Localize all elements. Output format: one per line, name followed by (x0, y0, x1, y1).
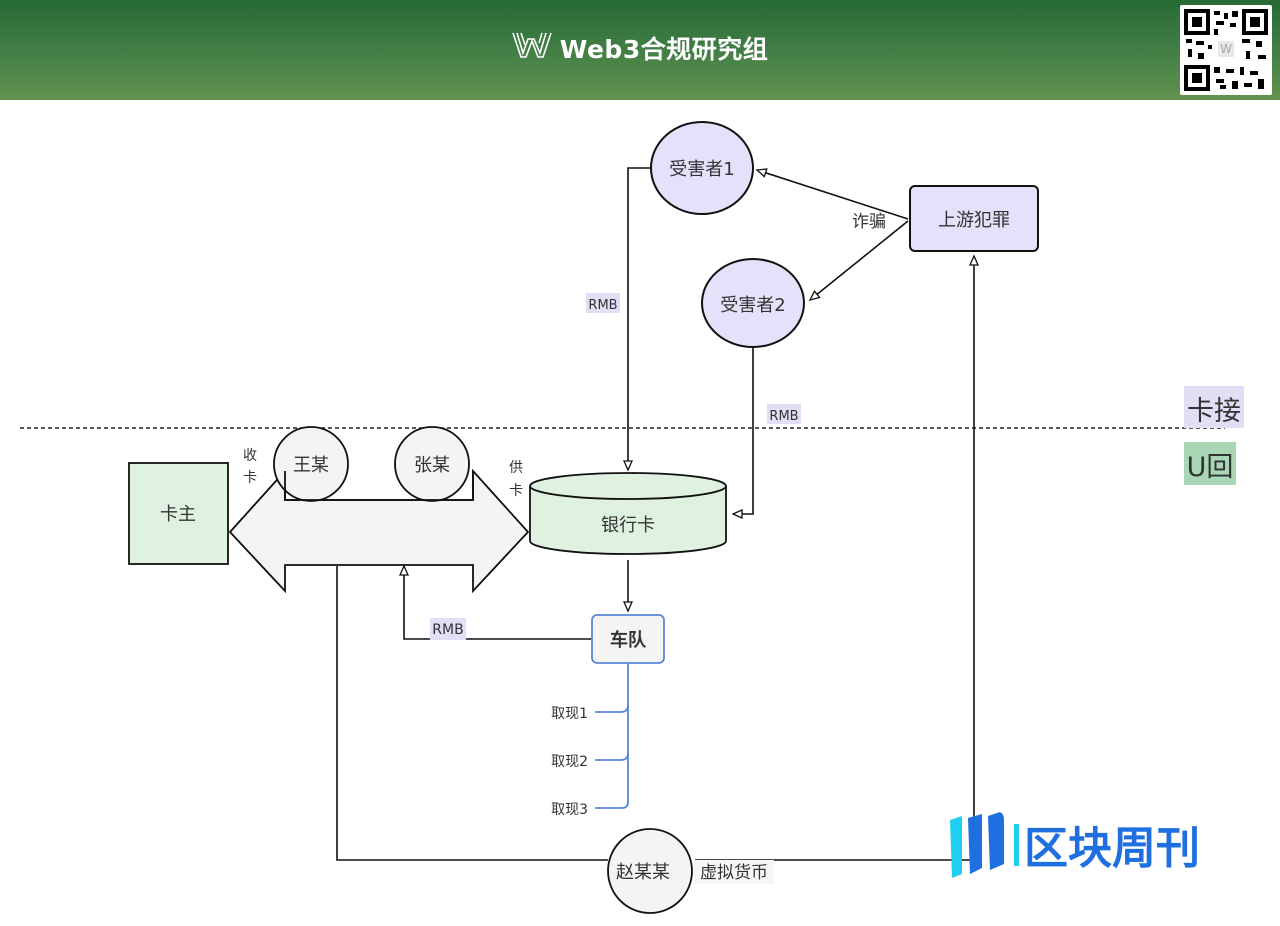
withdrawal-1: 取现1 (551, 706, 588, 722)
edge-label-fraud: 诈骗 (852, 212, 886, 232)
node-zhang[interactable] (394, 426, 470, 502)
header-title: Web3合规研究组 (0, 30, 1280, 66)
tag-card-connect: 卡接 (1187, 396, 1241, 427)
rmb-label-bg (767, 404, 801, 424)
watermark: 区块周刊 (948, 808, 1258, 878)
node-victim2[interactable] (701, 258, 805, 348)
double-arrow-card-flow (228, 468, 530, 594)
edge-label-collect-2: 卡 (243, 470, 257, 486)
node-bank-card-label: 银行卡 (601, 515, 655, 536)
edge-victim2-to-bankcard (731, 348, 754, 520)
node-zhang-label: 张某 (414, 455, 450, 476)
tag-u-return-bg (1184, 442, 1236, 485)
edge-label-supply-2: 卡 (509, 483, 523, 499)
withdrawal-branches (595, 663, 629, 809)
node-wang-label: 王某 (293, 455, 329, 476)
withdrawal-2: 取现2 (551, 754, 588, 770)
node-zhao-label: 赵某某 (616, 862, 670, 883)
withdrawal-3: 取现3 (551, 802, 588, 818)
double-arrow-top-edge (284, 471, 474, 501)
node-fleet-label: 车队 (610, 629, 647, 651)
node-zhao[interactable] (607, 828, 693, 914)
node-victim1[interactable] (650, 121, 754, 215)
edge-fraud-victim1 (755, 168, 909, 220)
svg-text:W: W (1220, 42, 1232, 56)
edge-cardflow-to-zhao (336, 566, 608, 861)
node-wang[interactable] (273, 426, 349, 502)
tag-u-return: U回 (1187, 452, 1234, 483)
watermark-text: 区块周刊 (1024, 823, 1200, 874)
edge-label-supply-1: 供 (509, 460, 523, 476)
edge-fraud-victim2 (808, 220, 909, 302)
edge-label-virtual-currency: 虚拟货币 (700, 863, 768, 883)
rmb-label-bg (430, 618, 466, 640)
edge-fleet-to-cardflow (398, 564, 592, 640)
qr-code-icon: W (1180, 5, 1272, 95)
node-upstream-crime-label: 上游犯罪 (938, 210, 1010, 231)
watermark-logo-icon (950, 812, 1004, 878)
node-upstream-crime[interactable] (909, 185, 1039, 252)
w-logo-icon (512, 31, 552, 65)
node-victim2-label: 受害者2 (720, 295, 785, 316)
edge-label-collect-1: 收 (243, 448, 257, 464)
node-card-owner-label: 卡主 (160, 504, 196, 525)
node-card-owner[interactable] (128, 462, 229, 565)
tag-card-connect-bg (1184, 386, 1244, 428)
edge-label-rmb-fleet: RMB (432, 622, 463, 638)
edge-label-rmb-victim1: RMB (588, 298, 617, 313)
node-victim1-label: 受害者1 (669, 159, 734, 180)
edge-label-rmb-victim2: RMB (769, 409, 798, 424)
edge-victim1-to-bankcard (622, 167, 650, 472)
edge-zhao-to-upstream (695, 254, 980, 861)
node-bank-card[interactable] (529, 472, 727, 555)
header-banner: Web3合规研究组 W (0, 0, 1280, 100)
virtual-currency-label-bg (694, 860, 774, 884)
header-title-text: Web3合规研究组 (559, 35, 769, 64)
rmb-label-bg (586, 293, 620, 313)
